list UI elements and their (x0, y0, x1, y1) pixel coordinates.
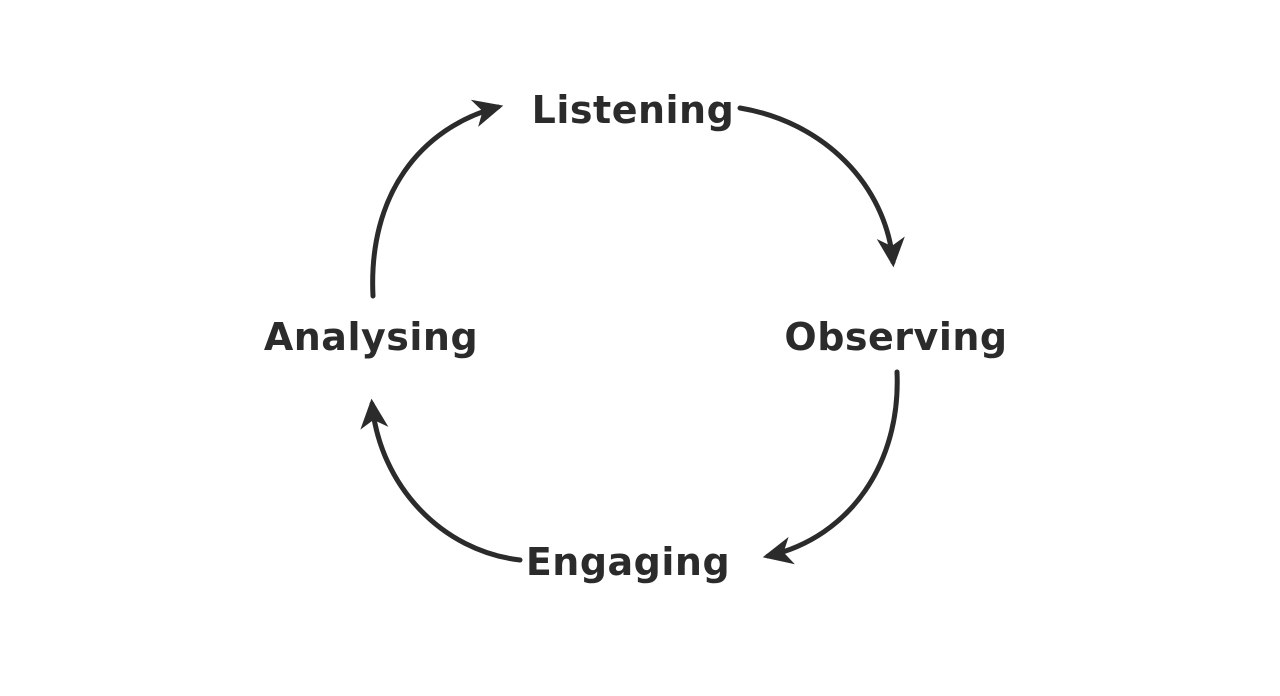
edge-engaging-analysing (360, 398, 523, 563)
edge-listening-observing (737, 105, 905, 268)
edge-observing-engaging (762, 369, 900, 565)
node-label-listening: Listening (531, 88, 735, 132)
node-label-engaging: Engaging (525, 540, 731, 584)
edge-analysing-listening (370, 99, 504, 299)
node-label-analysing: Analysing (263, 315, 479, 359)
node-label-observing: Observing (784, 315, 1008, 359)
